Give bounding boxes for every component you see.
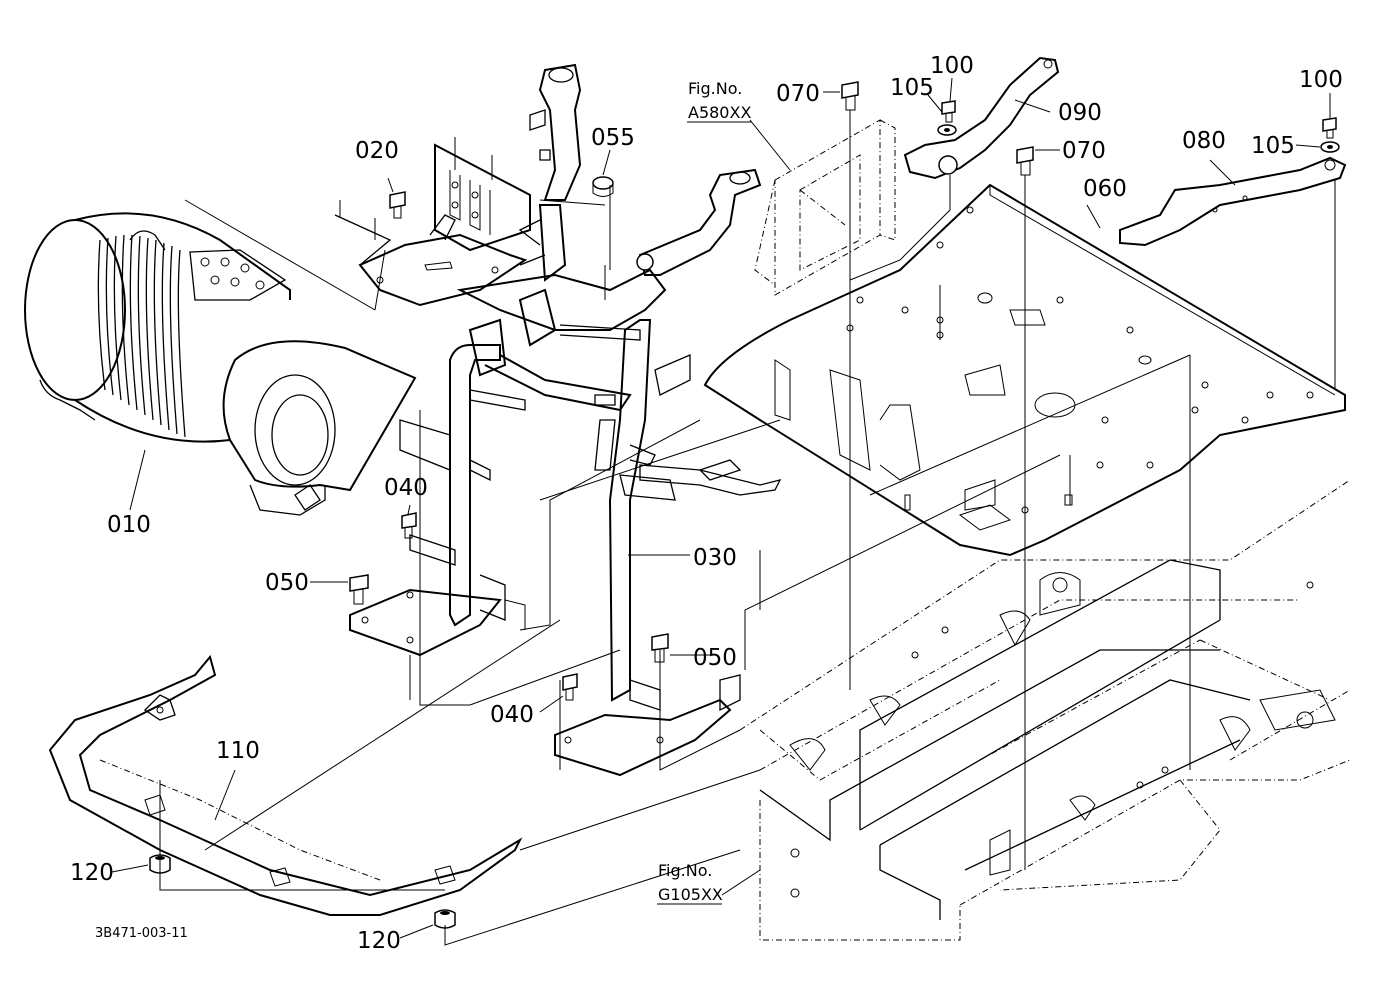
label-060: 060 <box>1083 176 1127 202</box>
label-070-right: 070 <box>1062 138 1106 164</box>
label-070-left: 070 <box>776 81 820 107</box>
label-050-left: 050 <box>265 570 309 596</box>
label-010: 010 <box>107 512 151 538</box>
figure-reference-A580XX: Fig.No. A580XX <box>687 79 752 123</box>
label-105-left: 105 <box>890 75 934 101</box>
label-100-left: 100 <box>930 53 974 79</box>
sub-assembly-A580XX <box>754 119 896 296</box>
label-030: 030 <box>693 545 737 571</box>
foot-rest-110 <box>48 654 523 916</box>
fig-ref-code-a580: A580XX <box>688 103 751 122</box>
chassis-frame <box>739 479 1351 941</box>
label-105-right: 105 <box>1251 133 1295 159</box>
part-labels: 010 020 030 040 040 050 050 055 060 070 … <box>70 53 1343 954</box>
label-120-left: 120 <box>70 860 114 886</box>
frame-030 <box>399 219 782 702</box>
leader-lines <box>111 77 1331 939</box>
label-090: 090 <box>1058 100 1102 126</box>
fig-ref-label-a580: Fig.No. <box>688 79 742 98</box>
label-100-right: 100 <box>1299 67 1343 93</box>
label-020: 020 <box>355 138 399 164</box>
label-080: 080 <box>1182 128 1226 154</box>
base-plate-right <box>554 674 741 777</box>
hardware <box>149 81 1340 929</box>
label-055: 055 <box>591 125 635 151</box>
label-110: 110 <box>216 738 260 764</box>
base-plate-left <box>349 574 526 657</box>
figure-reference-G105XX: Fig.No. G105XX <box>657 861 723 905</box>
label-040-upper: 040 <box>384 475 428 501</box>
frame-bracket <box>604 168 762 300</box>
bracket-090 <box>903 56 1060 180</box>
air-cleaner-010 <box>24 212 417 516</box>
label-050-right: 050 <box>693 645 737 671</box>
label-040-lower: 040 <box>490 702 534 728</box>
reference-lines <box>159 110 1336 946</box>
bracket-080 <box>1119 156 1347 247</box>
label-120-right: 120 <box>357 928 401 954</box>
upper-support <box>434 63 582 282</box>
drawing-code: 3B471-003-11 <box>95 926 188 941</box>
fig-ref-label-g105: Fig.No. <box>658 861 712 880</box>
fig-ref-code-g105: G105XX <box>658 885 723 904</box>
bracket-020 <box>334 200 528 307</box>
